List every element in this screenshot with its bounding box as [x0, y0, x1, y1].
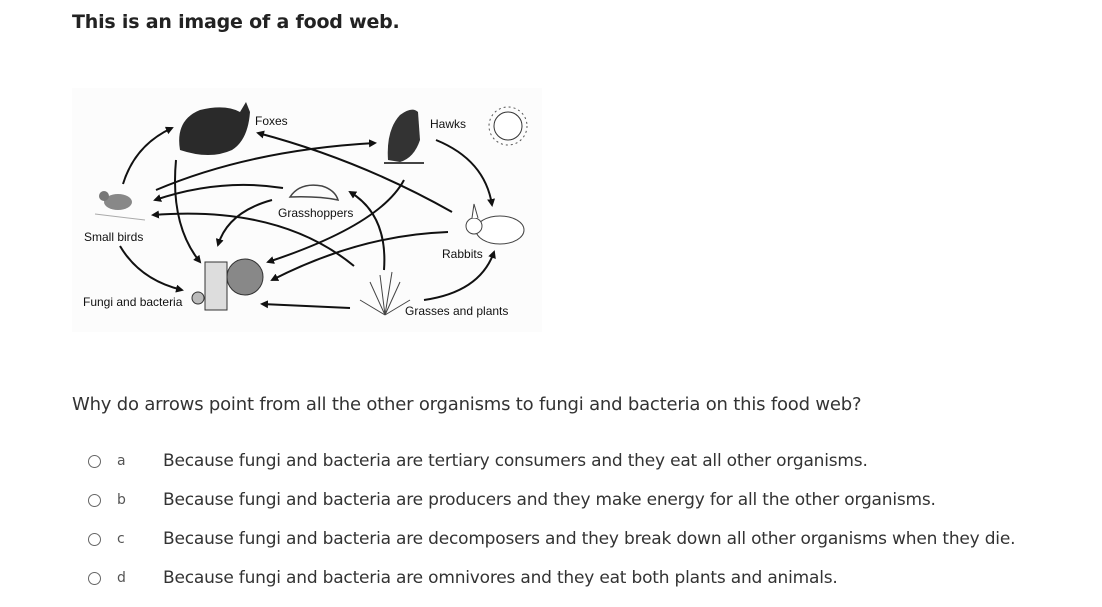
- arrow-birds-to-fungi: [119, 245, 184, 293]
- label-fungi: Fungi and bacteria: [83, 295, 183, 309]
- option-letter: b: [117, 492, 126, 508]
- option-letter: a: [117, 453, 126, 469]
- page-title: This is an image of a food web.: [72, 11, 400, 33]
- grasshopper-illustration: [288, 184, 340, 201]
- arrow-hawks-to-fungi: [266, 179, 405, 264]
- fox-illustration: [179, 102, 250, 155]
- radio-button[interactable]: [88, 571, 101, 585]
- arrow-birds-to-hawks: [155, 139, 377, 191]
- arrow-rabbits-to-fungi: [270, 231, 449, 281]
- arrow-grass-to-fungi: [260, 300, 351, 309]
- option-b[interactable]: b Because fungi and bacteria are produce…: [88, 488, 936, 512]
- label-small-birds: Small birds: [84, 230, 143, 244]
- option-letter: c: [117, 531, 125, 547]
- hawk-illustration: [384, 109, 424, 164]
- arrow-grasshoppers-to-birds: [153, 183, 284, 202]
- arrow-grass-to-rabbits: [423, 250, 496, 301]
- radio-button[interactable]: [88, 454, 101, 468]
- label-grasses: Grasses and plants: [405, 304, 508, 318]
- option-a[interactable]: a Because fungi and bacteria are tertiar…: [88, 449, 868, 473]
- grass-illustration: [359, 271, 411, 316]
- food-web-diagram: Foxes Hawks Grasshoppers Small birds Rab…: [83, 102, 528, 318]
- label-rabbits: Rabbits: [442, 247, 483, 261]
- option-c[interactable]: c Because fungi and bacteria are decompo…: [88, 527, 1015, 551]
- radio-button[interactable]: [88, 532, 101, 546]
- arrow-hawks-to-rabbits: [435, 139, 496, 207]
- stump-illustration: [191, 258, 264, 311]
- question-text: Why do arrows point from all the other o…: [72, 394, 862, 415]
- option-text[interactable]: Because fungi and bacteria are producers…: [163, 490, 936, 510]
- option-d[interactable]: d Because fungi and bacteria are omnivor…: [88, 566, 838, 590]
- food-web-arrows: [119, 126, 496, 309]
- option-text[interactable]: Because fungi and bacteria are decompose…: [163, 529, 1016, 549]
- arrow-birds-to-foxes: [122, 126, 174, 185]
- sun-icon: [488, 106, 528, 146]
- option-text[interactable]: Because fungi and bacteria are tertiary …: [163, 451, 868, 471]
- label-foxes: Foxes: [255, 114, 288, 128]
- radio-button[interactable]: [88, 493, 101, 507]
- label-grasshoppers: Grasshoppers: [278, 206, 353, 220]
- arrow-foxes-to-fungi: [174, 159, 202, 264]
- option-letter: d: [117, 570, 126, 586]
- option-text[interactable]: Because fungi and bacteria are omnivores…: [163, 568, 838, 588]
- small-bird-illustration: [94, 191, 146, 221]
- label-hawks: Hawks: [430, 117, 466, 131]
- rabbit-illustration: [465, 203, 525, 245]
- arrow-grass-to-grasshoppers: [348, 190, 386, 271]
- arrow-rabbits-to-foxes: [256, 130, 453, 213]
